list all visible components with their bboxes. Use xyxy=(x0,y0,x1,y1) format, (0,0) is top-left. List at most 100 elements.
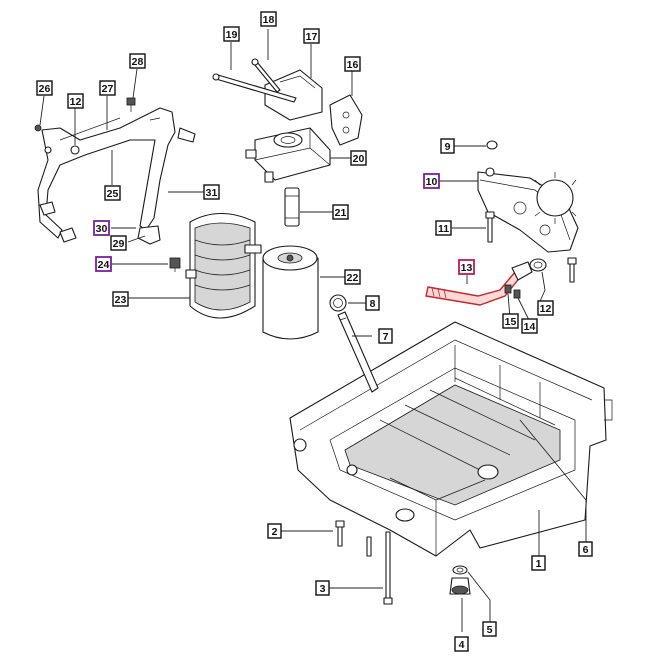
bolt-14 xyxy=(513,289,521,299)
callout-15: 15 xyxy=(502,313,519,329)
callout-7: 7 xyxy=(378,328,393,344)
callout-number: 29 xyxy=(113,238,125,250)
callout-25: 25 xyxy=(104,185,121,201)
heat-shield xyxy=(185,213,262,319)
bolt-pump-right xyxy=(567,257,577,283)
small-bolt-26 xyxy=(34,124,42,132)
callout-box xyxy=(531,555,546,571)
callout-21: 21 xyxy=(332,204,349,220)
oil-pump xyxy=(477,167,579,253)
callout-number: 21 xyxy=(335,207,347,219)
callout-box xyxy=(365,295,380,311)
callout-4: 4 xyxy=(454,636,469,652)
bolt-11 xyxy=(485,211,495,243)
callout-6: 6 xyxy=(578,541,593,557)
callout-1: 1 xyxy=(531,555,546,571)
callout-number: 12 xyxy=(540,303,552,315)
callout-9: 9 xyxy=(440,138,455,154)
bolt-24 xyxy=(169,257,181,272)
callout-box xyxy=(223,26,240,42)
callout-27: 27 xyxy=(99,80,116,96)
callout-box xyxy=(482,621,497,637)
callout-number: 19 xyxy=(226,29,238,41)
callout-box xyxy=(502,313,519,329)
callout-box xyxy=(93,220,110,236)
bolt-2 xyxy=(335,520,345,547)
callout-number: 27 xyxy=(102,83,114,95)
callout-number: 12 xyxy=(70,96,82,108)
oil-line-assembly xyxy=(37,107,196,245)
callout-10: 10 xyxy=(423,173,440,189)
callout-box xyxy=(36,80,53,96)
callout-number: 7 xyxy=(383,331,389,343)
callout-box xyxy=(344,56,361,72)
callout-16: 16 xyxy=(344,56,361,72)
callout-box xyxy=(332,204,349,220)
callout-box xyxy=(423,173,440,189)
callout-box xyxy=(458,259,475,275)
callout-26: 26 xyxy=(36,80,53,96)
dipstick xyxy=(337,311,379,393)
callout-22: 22 xyxy=(344,269,361,285)
callout-number: 20 xyxy=(353,153,365,165)
callout-31: 31 xyxy=(203,184,220,200)
callout-30: 30 xyxy=(93,220,110,236)
bolt-28 xyxy=(126,97,136,112)
callout-8: 8 xyxy=(365,295,380,311)
callout-number: 10 xyxy=(426,176,438,188)
bolt-3 xyxy=(366,531,393,605)
callout-number: 6 xyxy=(583,544,589,556)
callout-box xyxy=(67,93,84,109)
callout-18: 18 xyxy=(260,11,277,27)
callout-number: 13 xyxy=(461,262,473,274)
callout-28: 28 xyxy=(129,53,146,69)
callout-box xyxy=(95,256,112,272)
drain-plug xyxy=(449,577,471,595)
callout-box xyxy=(344,269,361,285)
callout-number: 1 xyxy=(536,558,542,570)
callout-3: 3 xyxy=(315,580,330,596)
plug-9 xyxy=(486,140,498,150)
callout-box xyxy=(129,53,146,69)
callout-box xyxy=(454,636,469,652)
callout-number: 15 xyxy=(505,316,517,328)
callout-box xyxy=(315,580,330,596)
callout-11: 11 xyxy=(435,220,452,236)
callout-number: 24 xyxy=(98,259,110,271)
bracket-assembly xyxy=(212,58,323,121)
callout-box xyxy=(435,220,452,236)
callout-number: 30 xyxy=(96,223,108,235)
callout-box xyxy=(521,318,538,334)
mount-bracket xyxy=(329,94,363,146)
callout-2: 2 xyxy=(267,523,282,539)
callout-box xyxy=(303,28,320,44)
callout-box xyxy=(537,300,554,316)
callout-box xyxy=(112,291,129,307)
callout-number: 17 xyxy=(306,31,318,43)
callout-box xyxy=(203,184,220,200)
callout-number: 3 xyxy=(320,583,326,595)
oil-cooler xyxy=(245,127,331,183)
callout-17: 17 xyxy=(303,28,320,44)
callout-box xyxy=(267,523,282,539)
callout-number: 5 xyxy=(487,624,493,636)
callout-20: 20 xyxy=(350,150,367,166)
bolt-15 xyxy=(504,284,512,294)
callout-12: 12 xyxy=(67,93,84,109)
callout-number: 23 xyxy=(115,294,127,306)
callout-box xyxy=(440,138,455,154)
oil-pickup-tube xyxy=(425,261,533,306)
oil-filter xyxy=(262,245,319,340)
callout-number: 14 xyxy=(524,321,536,333)
callout-19: 19 xyxy=(223,26,240,42)
gasket-12 xyxy=(529,258,547,272)
callout-13: 13 xyxy=(458,259,475,275)
callout-number: 4 xyxy=(459,639,465,651)
callout-labels: 1234567891011121213141516171819202122232… xyxy=(36,11,593,652)
callout-5: 5 xyxy=(482,621,497,637)
callout-number: 31 xyxy=(206,187,218,199)
callout-number: 25 xyxy=(107,188,119,200)
dipstick-seal xyxy=(329,294,347,312)
callout-box xyxy=(104,185,121,201)
